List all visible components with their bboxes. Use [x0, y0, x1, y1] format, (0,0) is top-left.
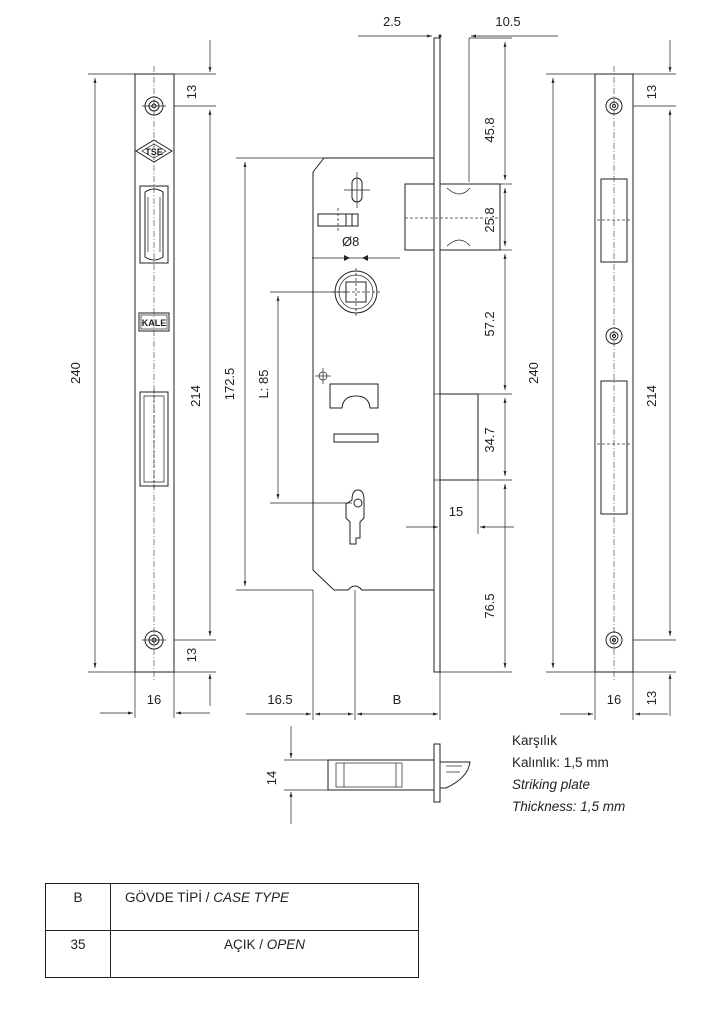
lever-distance-label: L: 85	[256, 370, 271, 399]
left-faceplate-outline	[134, 73, 175, 673]
striking-plate-notes: Karşılık Kalınlık: 1,5 mm Striking plate…	[512, 730, 625, 818]
tse-logo-icon: TSE	[135, 139, 173, 163]
deadbolt-height-label: 34.7	[482, 427, 497, 452]
lock-case-outline	[312, 157, 435, 591]
latch-offset-label: 45.8	[482, 117, 497, 142]
deadbolt-throw-label: 15	[449, 504, 463, 519]
case-height-label: 172.5	[222, 368, 237, 401]
row-case-type-en: OPEN	[266, 937, 306, 952]
top-width-label: 10.5	[495, 14, 520, 29]
guide-bar	[333, 433, 379, 443]
table-header-row: B GÖVDE TİPİ / CASE TYPE	[45, 883, 419, 931]
kale-logo-icon: KALE	[138, 312, 170, 332]
top-gap-label: 2.5	[383, 14, 401, 29]
side-section-view: 14	[264, 726, 471, 824]
right-plate-outline	[594, 73, 634, 673]
table-row: 35 AÇIK / OPEN	[45, 930, 419, 978]
left-top-hole-offset-label: 13	[184, 85, 199, 99]
right-inner-height-label: 214	[644, 385, 659, 407]
note-striking-plate: Striking plate	[512, 777, 591, 792]
backset-label: B	[393, 692, 402, 707]
left-deadbolt-slot	[139, 390, 169, 488]
crosshair-icon	[315, 368, 331, 384]
note-thickness: Thickness: 1,5 mm	[512, 799, 626, 814]
keyhole-icon	[345, 489, 365, 545]
right-latch-slot	[597, 178, 631, 263]
row-case-type-tr: AÇIK /	[223, 937, 267, 952]
right-bottom-hole-offset-label: 13	[644, 691, 659, 705]
deadbolt	[434, 393, 479, 481]
latch-bolt	[404, 183, 501, 251]
header-case-type-tr: GÖVDE TİPİ /	[125, 890, 214, 905]
note-kalinlik: Kalınlık: 1,5 mm	[512, 755, 609, 770]
kale-logo-text: KALE	[142, 318, 167, 328]
left-bottom-screw-hole-icon	[142, 630, 166, 650]
pin-hole-icon	[344, 172, 370, 208]
tse-logo-text: TSE	[145, 147, 163, 157]
right-bottom-screw-hole-icon	[605, 631, 623, 649]
left-inner-height-label: 214	[188, 385, 203, 407]
row-b-cell: 35	[45, 930, 111, 978]
right-striking-plate-view: 240 214 13 13 16	[526, 40, 676, 720]
deadbolt-to-bottom-label: 76.5	[482, 593, 497, 618]
header-case-type-en: CASE TYPE	[213, 890, 290, 905]
left-faceplate-view: TSE KALE 240	[68, 40, 216, 718]
header-case-type-cell: GÖVDE TİPİ / CASE TYPE	[110, 883, 419, 931]
right-middle-screw-hole-icon	[605, 327, 623, 345]
case-type-table: B GÖVDE TİPİ / CASE TYPE 35 AÇIK / OPEN	[45, 883, 419, 978]
latch-to-deadbolt-label: 57.2	[482, 311, 497, 336]
note-karsilik: Karşılık	[512, 733, 558, 748]
latch-height-label: 25.8	[482, 207, 497, 232]
spindle-diameter-label: Ø8	[342, 234, 359, 249]
row-case-type-cell: AÇIK / OPEN	[110, 930, 419, 978]
left-bottom-hole-offset-label: 13	[184, 648, 199, 662]
center-lock-body-view: Ø8	[222, 14, 558, 720]
left-faceplate-width-label: 16	[147, 692, 161, 707]
side-thickness-label: 14	[264, 771, 279, 785]
left-total-height-label: 240	[68, 362, 83, 384]
right-total-height-label: 240	[526, 362, 541, 384]
right-top-hole-offset-label: 13	[644, 85, 659, 99]
center-faceplate-edge	[433, 37, 441, 673]
right-top-screw-hole-icon	[605, 97, 623, 115]
left-latch-slot	[139, 185, 169, 264]
backset-offset-label: 16.5	[267, 692, 292, 707]
header-b-cell: B	[45, 883, 111, 931]
right-plate-width-label: 16	[607, 692, 621, 707]
deadbolt-lever	[329, 383, 379, 409]
right-deadbolt-slot	[597, 380, 631, 515]
latch-slider	[317, 208, 359, 232]
left-top-screw-hole-icon	[142, 96, 166, 116]
